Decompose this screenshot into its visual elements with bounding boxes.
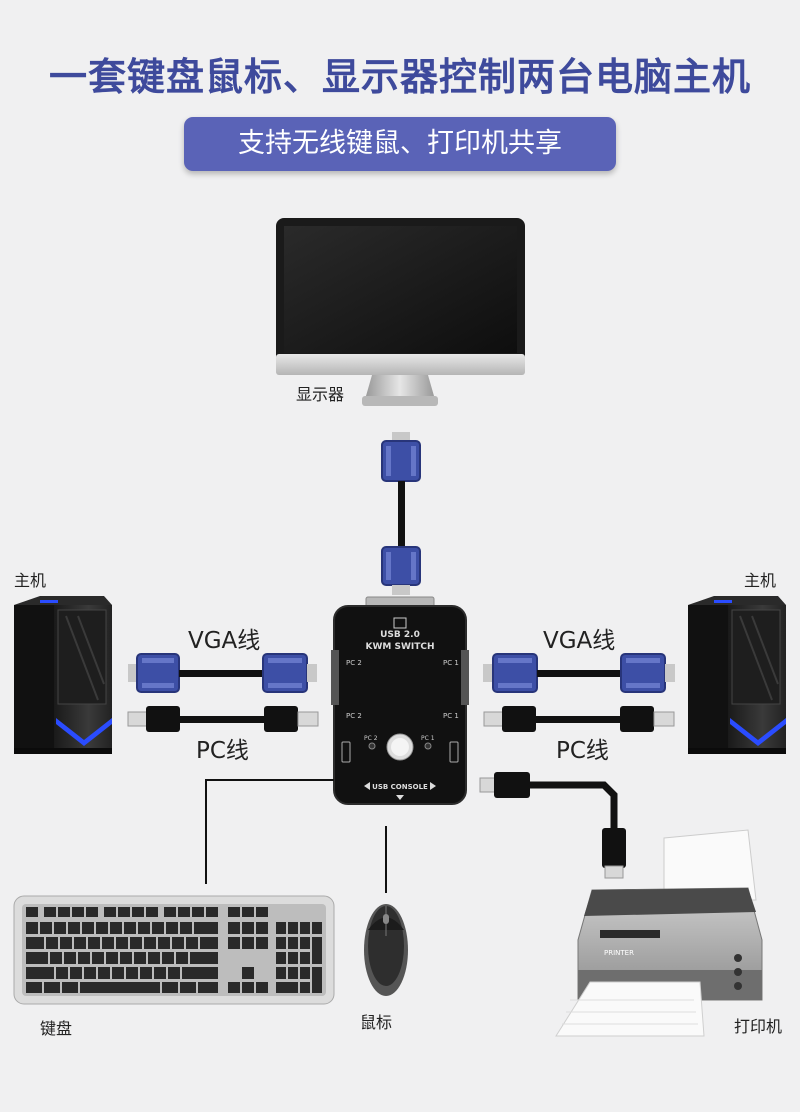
vga-right-label: VGA线: [543, 628, 615, 654]
mouse: [364, 904, 408, 996]
keyboard-cable: [205, 779, 334, 884]
keyboard-label: 键盘: [40, 1019, 72, 1038]
switch-console-label: USB CONSOLE: [372, 783, 428, 791]
switch-pc2-usb-label: PC 2: [346, 712, 362, 720]
kvm-switch: USB 2.0 KWM SWITCH PC 2 PC 1 PC 2 PC 1 P…: [331, 596, 469, 805]
switch-line1: USB 2.0: [380, 630, 420, 640]
printer-label: 打印机: [734, 1017, 782, 1036]
page-title: 一套键盘鼠标、显示器控制两台电脑主机: [48, 55, 751, 99]
keyboard: [13, 895, 335, 1005]
vga-cable-left: [128, 653, 317, 693]
host-right-label: 主机: [744, 571, 776, 590]
subtitle-banner: 支持无线键鼠、打印机共享: [184, 117, 616, 171]
switch-pc1-led-label: PC 1: [421, 735, 435, 742]
switch-line2: KWM SWITCH: [365, 642, 434, 652]
printer: PRINTER: [555, 829, 763, 1037]
left-pc-tower: [14, 596, 112, 754]
monitor-label: 显示器: [296, 385, 344, 404]
switch-pc2-port-label: PC 2: [346, 659, 362, 667]
usb-cable-right: [483, 706, 675, 732]
printer-usb-cable: [479, 772, 626, 879]
switch-pc2-led-label: PC 2: [364, 735, 378, 742]
usb-cable-left: [127, 706, 319, 732]
vga-cable-right: [483, 653, 675, 693]
monitor: [276, 218, 525, 406]
switch-pc1-port-label: PC 1: [443, 659, 459, 667]
right-pc-tower: [688, 596, 786, 754]
switch-pc1-usb-label: PC 1: [443, 712, 459, 720]
printer-brand: PRINTER: [604, 949, 634, 957]
pc-right-label: PC线: [556, 738, 609, 764]
pc-left-label: PC线: [196, 738, 249, 764]
vga-cable-monitor: [381, 432, 421, 595]
host-left-label: 主机: [14, 571, 46, 590]
mouse-label: 鼠标: [360, 1013, 392, 1032]
vga-left-label: VGA线: [188, 628, 260, 654]
